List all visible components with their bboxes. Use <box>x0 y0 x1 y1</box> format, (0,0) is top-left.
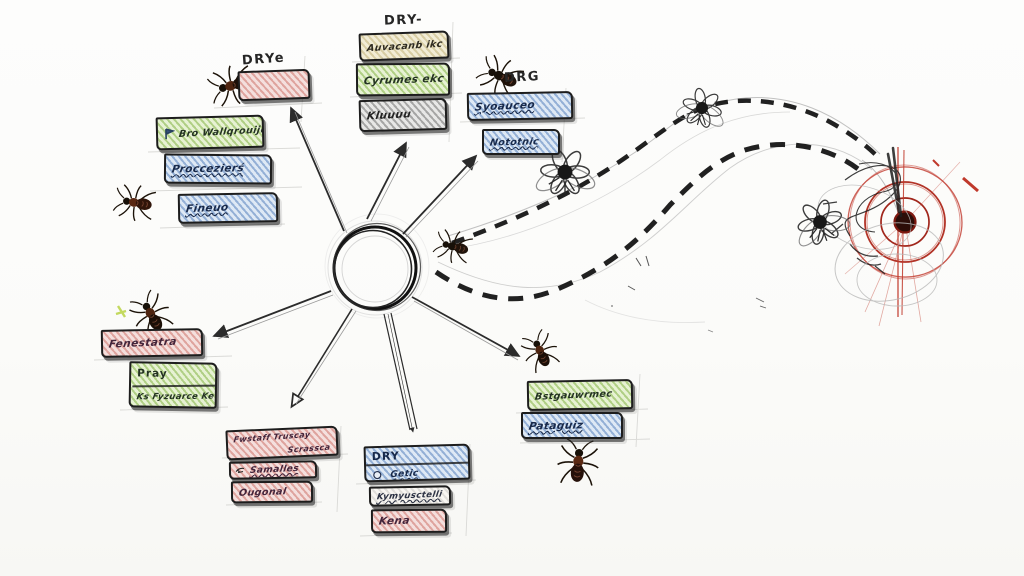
box-row-text: Ks Fyzuarce Ke <box>128 384 217 409</box>
sketch-box: Pray Ks Fyzuarce Ke <box>128 361 218 409</box>
box-text: Bstgauwrmec <box>534 387 614 403</box>
sketch-box: Proccezierś <box>163 153 273 185</box>
sketch-box: Auvacanb ikc <box>358 30 450 62</box>
box-text: Syoauceo <box>474 98 536 114</box>
hand-icon <box>235 467 245 474</box>
box-text: Pataguiz <box>527 418 585 433</box>
box-text: Kena <box>378 514 411 528</box>
sketch-box: Syoauceo <box>466 91 574 121</box>
scribble-fly-icon <box>671 81 734 135</box>
sketch-box: Fineuo <box>177 192 279 224</box>
stray-marks <box>115 255 767 333</box>
bullseye-target <box>817 146 979 327</box>
sketch-box: Samalles <box>228 460 318 480</box>
arrow-bottom-middle <box>383 312 418 433</box>
bug-icon <box>555 437 602 487</box>
sketch-box: Pataguiz <box>521 412 623 439</box>
sketch-box <box>237 68 311 102</box>
flag-icon <box>165 127 176 139</box>
cluster-label-top-right: DRG <box>503 69 541 86</box>
box-row: Getic <box>366 462 469 483</box>
dashed-path-lower <box>434 142 864 302</box>
sketch-box: Cyrumes ekc <box>355 62 451 97</box>
box-text: Auvacanb ikc <box>366 38 444 54</box>
box-text: Ougonal <box>238 485 288 499</box>
box-text: Cyrumes ekc <box>362 72 445 87</box>
spiral-hub <box>324 213 430 319</box>
sketch-box: Bstgauwrmec <box>526 379 634 411</box>
box-text: Bro Wallqrouije <box>178 124 265 140</box>
box-row-text: Getic <box>389 468 420 480</box>
radial-arrows <box>212 106 521 433</box>
sketch-box: Bro Wallqrouije <box>155 114 265 151</box>
box-text: Nototnic <box>489 135 540 149</box>
sketch-box: Fwstaff Truscay Scrassca <box>225 425 339 461</box>
circle-icon <box>373 470 382 479</box>
arrow-left-lower <box>212 290 334 340</box>
red-tick-marks <box>932 159 979 193</box>
arrow-right-lower <box>411 296 521 361</box>
sketch-box: Fenestatra <box>100 328 204 358</box>
arrow-top-left <box>289 106 348 234</box>
sketch-box: Nototnic <box>482 129 560 155</box>
cluster-label-top-middle: DRY- <box>383 12 424 29</box>
box-text: Fineuo <box>185 201 230 216</box>
box-text: Kluuuu <box>366 108 412 123</box>
bug-icon <box>111 180 158 225</box>
box-row-text: Pray <box>137 367 168 381</box>
box-text: Proccezierś <box>170 162 246 176</box>
dashed-path-upper <box>451 98 880 246</box>
arrow-bottom-left <box>290 308 357 409</box>
arrow-top-right <box>402 154 479 238</box>
box-text: Fenestatra <box>108 335 178 351</box>
sketch-box: Kymyusctelli <box>368 485 452 507</box>
sketch-box: Kena <box>370 508 448 534</box>
sketch-box: Kluuuu <box>358 97 448 133</box>
box-text: Kymyusctelli <box>376 489 443 503</box>
cluster-label-top-left: DRYe <box>241 50 286 69</box>
arrow-top-middle <box>366 141 410 222</box>
bug-icon <box>516 326 564 376</box>
box-text: Samalles <box>249 463 300 477</box>
lime-check-mark <box>115 305 127 318</box>
sketch-box: DRY Getic <box>363 443 471 483</box>
sketch-box: Ougonal <box>230 480 314 504</box>
